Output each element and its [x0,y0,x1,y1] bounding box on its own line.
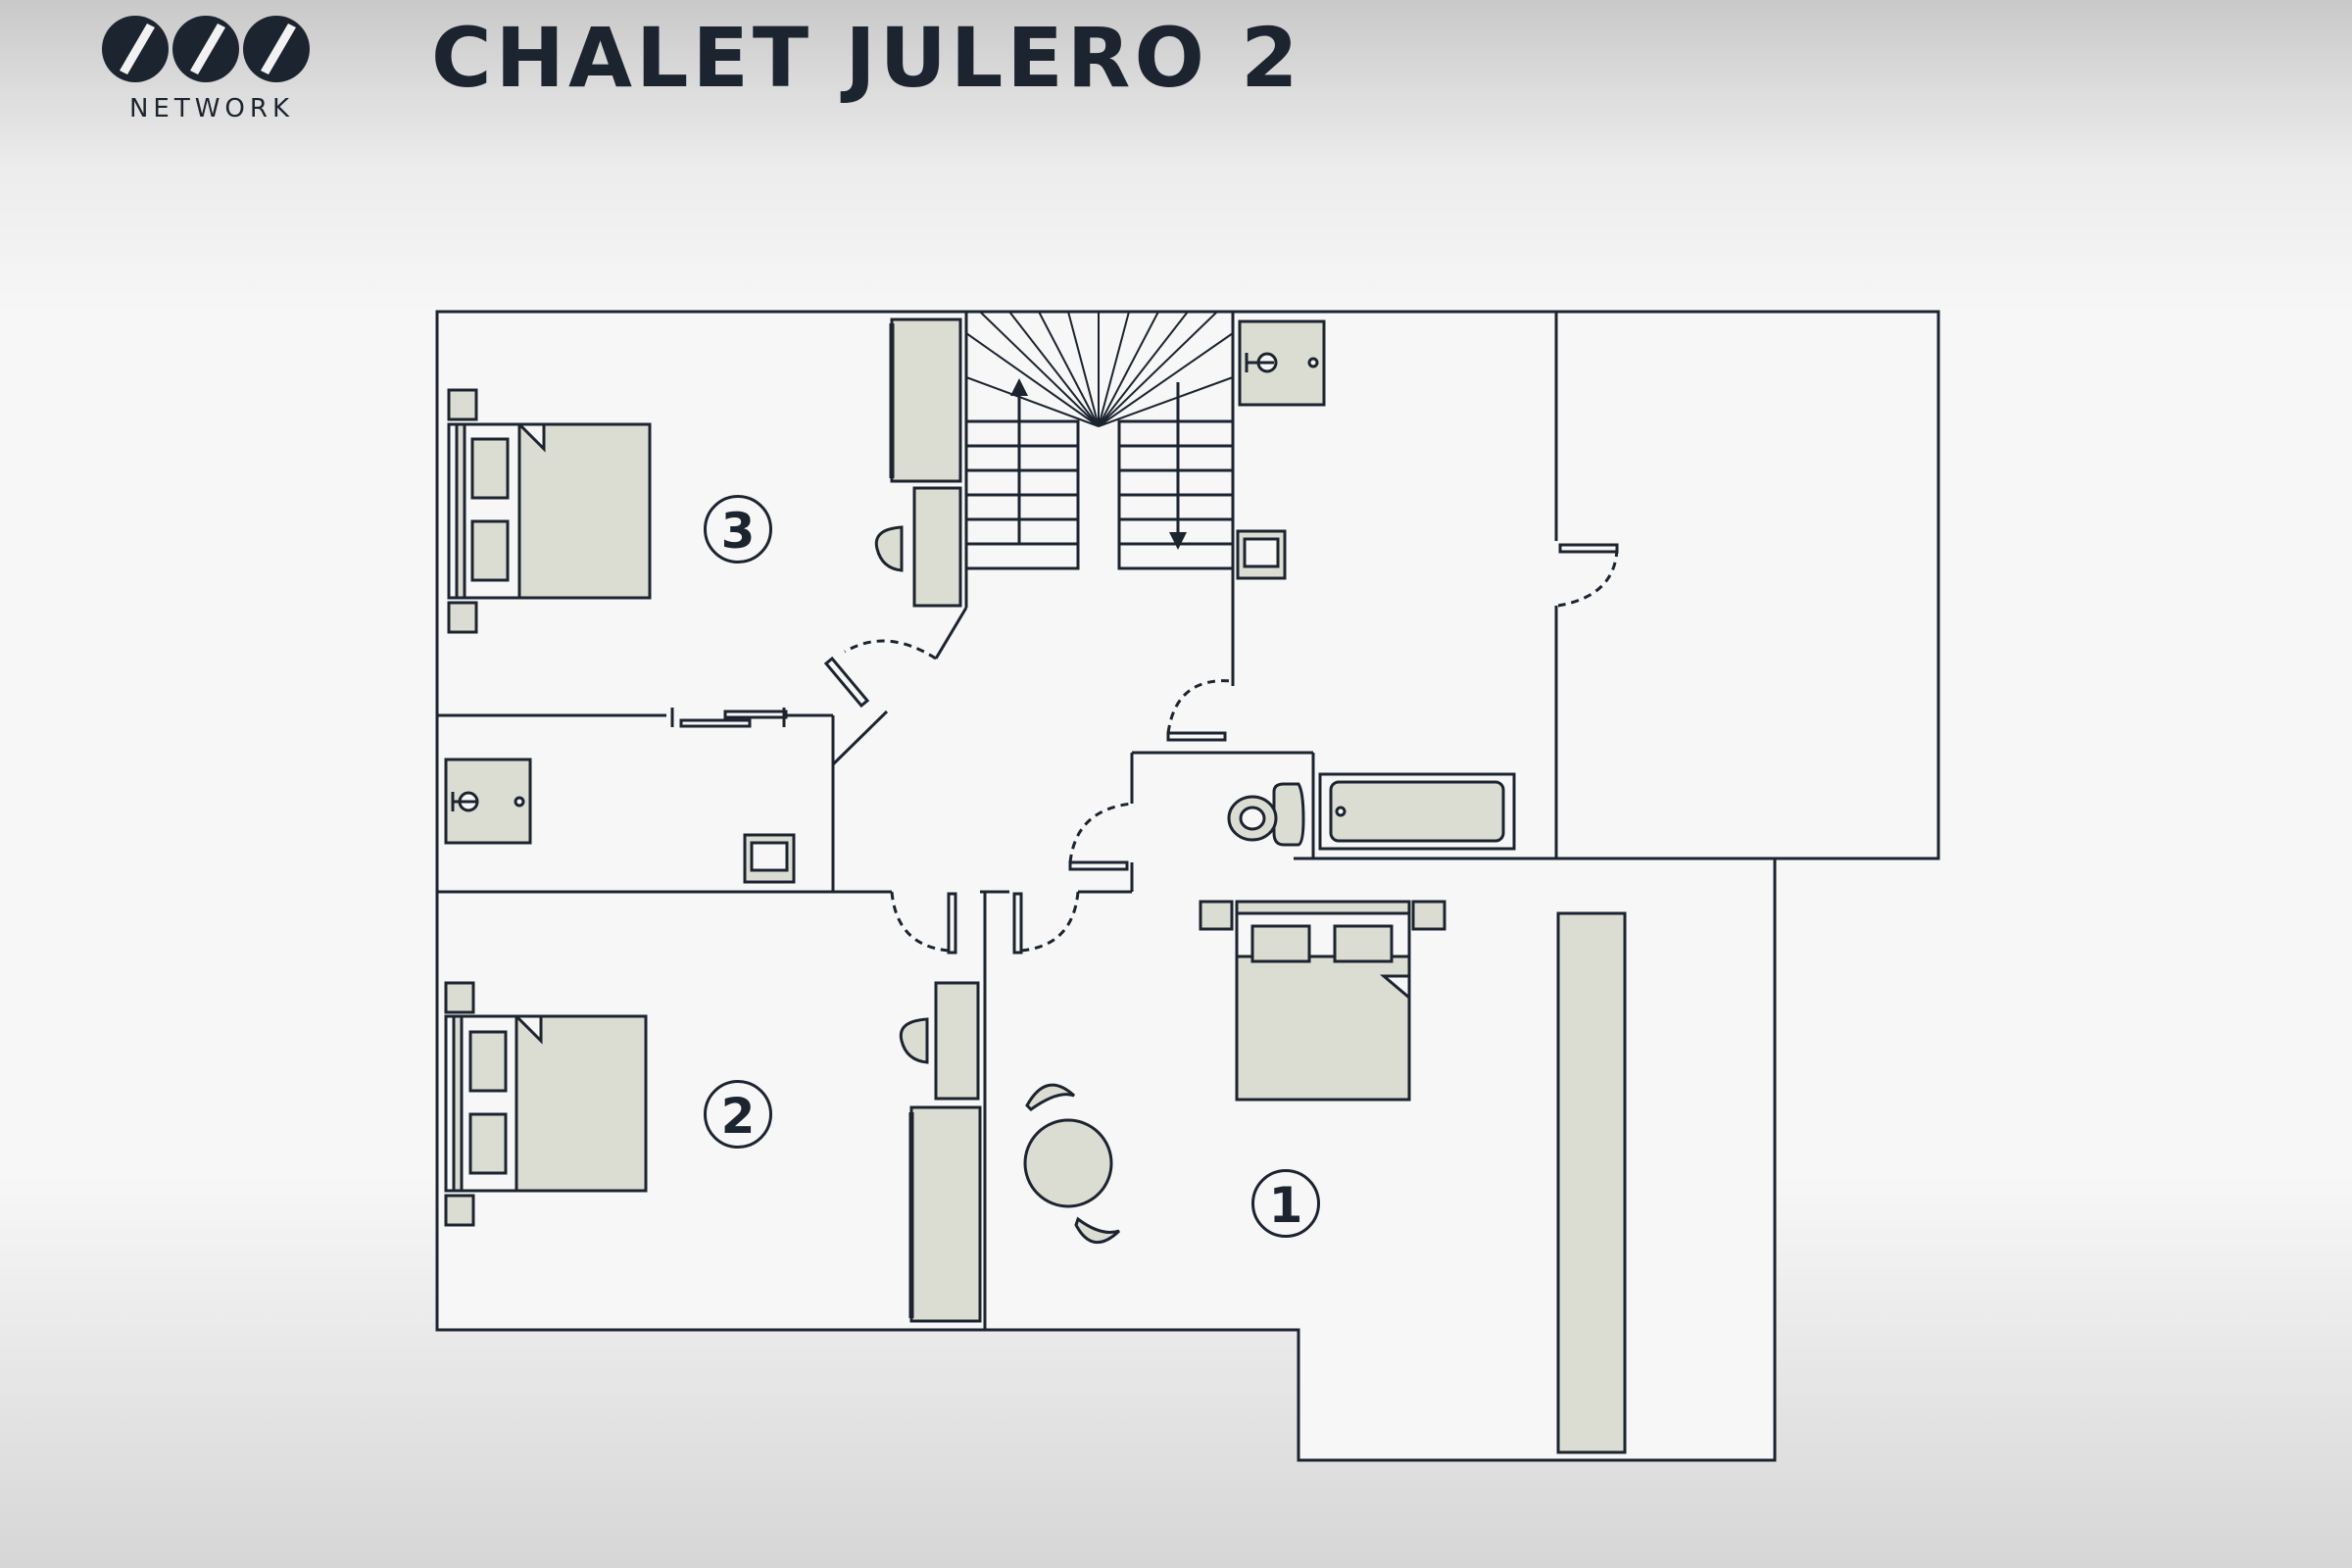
logo-subtitle: NETWORK [128,94,295,123]
logo-mark-icon [102,16,310,82]
outer-wall [435,310,1940,1462]
room3-furniture [447,318,962,634]
bathroom-left [444,758,796,884]
room1-furniture [1023,900,1627,1454]
room-label-3: 3 [704,495,772,564]
bathroom-right [1227,319,1516,851]
page-title: CHALET JULERO 2 [431,10,1302,106]
staircase [964,311,1235,570]
room2-furniture [444,981,982,1323]
room-label-1: 1 [1251,1169,1320,1238]
doors [670,543,1619,955]
brand-logo: NETWORK [98,14,323,123]
room-label-2: 2 [704,1080,772,1149]
